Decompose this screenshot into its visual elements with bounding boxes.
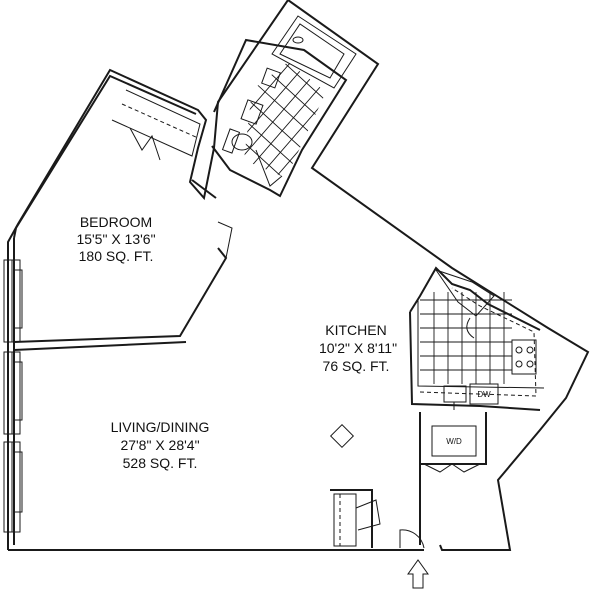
living-area: 528 SQ. FT.	[123, 455, 198, 471]
column	[329, 423, 355, 449]
bedroom-dims: 15'5" X 13'6"	[76, 231, 155, 247]
left-windows	[3, 259, 23, 533]
bedroom-area: 180 SQ. FT.	[79, 248, 154, 264]
kitchen-area: 76 SQ. FT.	[323, 358, 390, 374]
living-dims: 27'8" X 28'4"	[120, 437, 199, 453]
washer-dryer-label: W/D	[446, 437, 462, 446]
kitchen: DW	[409, 266, 545, 411]
washer-dryer-closet: W/D	[419, 412, 487, 545]
toilet-icon	[221, 128, 253, 154]
bedroom-closet	[111, 89, 201, 161]
entry	[330, 489, 425, 551]
living-name: LIVING/DINING	[111, 419, 210, 435]
bathtub-icon	[271, 15, 357, 89]
living-label: LIVING/DINING 27'8" X 28'4" 528 SQ. FT.	[111, 419, 210, 471]
stove-icon	[511, 339, 537, 375]
exterior-walls	[7, 0, 590, 551]
kitchen-label: KITCHEN 10'2" X 8'11" 76 SQ. FT.	[319, 322, 397, 374]
bedroom-walls	[13, 179, 233, 351]
sink-icon	[240, 67, 281, 125]
kitchen-tiles	[420, 292, 512, 384]
entry-arrow-icon	[407, 559, 429, 589]
bedroom-label: BEDROOM 15'5" X 13'6" 180 SQ. FT.	[76, 214, 155, 264]
kitchen-name: KITCHEN	[325, 322, 386, 338]
bathroom-tiles	[244, 62, 326, 178]
kitchen-dims: 10'2" X 8'11"	[319, 340, 397, 356]
dishwasher	[469, 383, 499, 405]
dishwasher-label: DW	[477, 390, 491, 399]
bedroom-name: BEDROOM	[80, 214, 152, 230]
bathroom	[211, 15, 357, 198]
sink-icon	[443, 385, 467, 410]
